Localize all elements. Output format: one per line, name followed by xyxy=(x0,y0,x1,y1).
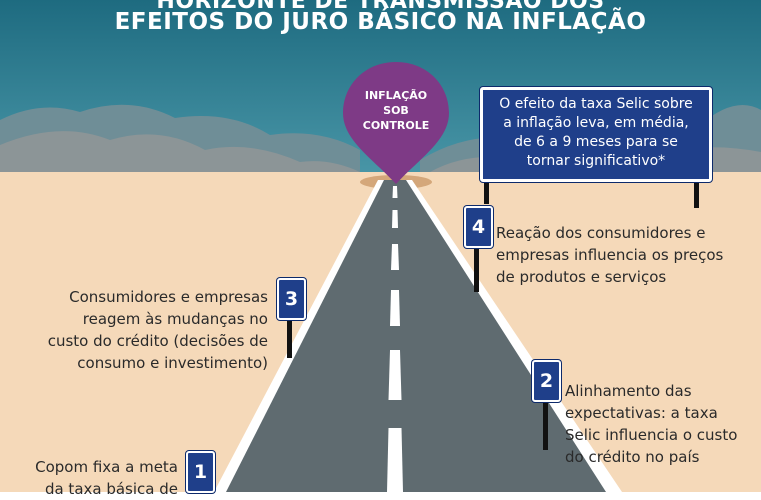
lane-dash xyxy=(387,428,403,492)
hills-left xyxy=(0,131,360,180)
step-2-line: expectativas: a taxa xyxy=(565,404,718,422)
step-1-marker: 1 xyxy=(186,451,215,493)
destination-label-line-2: SOB xyxy=(383,104,409,117)
billboard-line: tornar significativo* xyxy=(526,153,666,169)
billboard-text: O efeito da taxa Selic sobre a inflação … xyxy=(483,95,709,171)
billboard-post-left xyxy=(484,178,489,204)
step-4-line: empresas influencia os preços xyxy=(496,246,724,264)
step-1-text: Copom fixa a meta da taxa básica de xyxy=(0,456,178,500)
billboard-post-right xyxy=(694,178,699,208)
billboard: O efeito da taxa Selic sobre a inflação … xyxy=(480,87,712,182)
billboard-line: de 6 a 9 meses para se xyxy=(514,134,678,150)
step-2-line: do crédito no país xyxy=(565,448,700,466)
step-4-line: Reação dos consumidores e xyxy=(496,224,706,242)
lane-dash xyxy=(392,186,398,198)
location-pin-icon xyxy=(343,62,449,184)
billboard-line: O efeito da taxa Selic sobre xyxy=(499,96,693,112)
step-3-post xyxy=(287,316,292,358)
lane-dash xyxy=(392,210,398,228)
step-3-marker: 3 xyxy=(277,278,306,320)
step-1-line: da taxa básica de xyxy=(44,480,178,498)
billboard-line: a inflação leva, em média, xyxy=(503,115,689,131)
infographic-title-line-2: EFEITOS DO JURO BÁSICO NA INFLAÇÃO xyxy=(114,9,647,35)
step-4-marker: 4 xyxy=(464,206,493,248)
step-1-line: Copom fixa a meta xyxy=(35,458,178,476)
lane-dash xyxy=(388,350,402,400)
step-2-marker: 2 xyxy=(532,360,561,402)
destination-label-line-1: INFLAÇÃO xyxy=(364,89,428,102)
lane-dash xyxy=(391,244,399,270)
step-2-line: Alinhamento das xyxy=(565,382,692,400)
road-edge-right xyxy=(404,180,622,492)
step-4-post xyxy=(474,240,479,292)
destination-label-line-3: CONTROLE xyxy=(362,119,430,132)
step-3-line: reagem às mudanças no xyxy=(82,310,268,328)
lane-dash xyxy=(390,290,400,326)
step-3-line: consumo e investimento) xyxy=(77,354,268,372)
step-4-line: de produtos e serviços xyxy=(496,268,667,286)
road-edge-left xyxy=(214,180,386,492)
step-3-line: Consumidores e empresas xyxy=(69,288,268,306)
step-2-post xyxy=(543,398,548,450)
step-2-text: Alinhamento das expectativas: a taxa Sel… xyxy=(565,380,761,468)
road xyxy=(226,180,606,492)
infographic-title-line-1: HORIZONTE DE TRANSMISSÃO DOS xyxy=(156,0,605,14)
step-3-text: Consumidores e empresas reagem às mudanç… xyxy=(10,286,268,374)
step-3-line: custo do crédito (decisões de xyxy=(47,332,268,350)
step-2-line: Selic influencia o custo xyxy=(565,426,738,444)
step-4-text: Reação dos consumidores e empresas influ… xyxy=(496,222,761,288)
